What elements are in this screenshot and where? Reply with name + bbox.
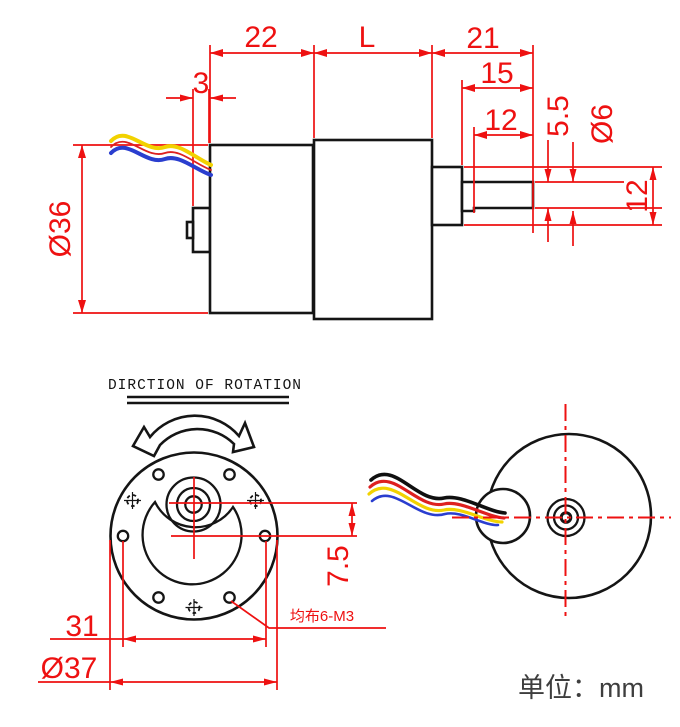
rotation-direction-label: DIRCTION OF ROTATION <box>108 378 302 394</box>
wire-black <box>369 472 507 515</box>
side-view: 22 L 21 15 12 3 Ø36 5.5 Ø6 12 <box>44 21 662 321</box>
dim-outer-diameter: Ø37 <box>41 652 98 685</box>
hole-position-targets <box>124 492 264 616</box>
wire-blue <box>109 145 213 177</box>
rotation-arrow-icon <box>131 414 256 458</box>
output-shaft-outline <box>460 180 535 213</box>
side-extension-lines <box>73 45 662 314</box>
dim-shaft-length: 15 <box>480 57 513 90</box>
wire-red <box>368 479 506 520</box>
rotation-label-underline <box>127 395 289 405</box>
dim-connector-width: 3 <box>193 67 210 100</box>
wire-yellow <box>109 133 213 167</box>
terminal-connector-outline <box>191 206 212 254</box>
wire-yellow <box>367 486 504 524</box>
mounting-holes-note: 均布6-M3 <box>290 608 354 625</box>
dim-shaft-diameter: Ø6 <box>586 104 619 144</box>
dim-gearbox-length: L <box>359 21 376 54</box>
wire-blue <box>370 494 500 527</box>
gearbox-outline <box>312 138 434 321</box>
rear-view <box>367 404 671 618</box>
front-dimension-lines <box>38 503 386 690</box>
side-dimension-arrows <box>78 49 657 313</box>
wire-red <box>110 140 212 171</box>
terminal-bump-outline <box>185 220 195 240</box>
dim-flat-height: 5.5 <box>542 95 575 137</box>
rear-centerlines <box>452 404 671 618</box>
front-dimension-arrows <box>110 503 356 686</box>
crescent-recess-outline <box>141 499 243 586</box>
dim-motor-diameter: Ø36 <box>44 201 77 258</box>
wire-exit-boss <box>474 487 532 545</box>
rear-lead-wires <box>367 472 507 527</box>
dim-shaft-total: 21 <box>466 22 499 55</box>
dim-boss-diameter: 12 <box>621 179 654 212</box>
dim-bolt-circle: 31 <box>65 610 98 643</box>
dim-shaft-offset: 7.5 <box>322 545 355 587</box>
dim-motor-length: 22 <box>244 21 277 54</box>
bearing-boss-outline <box>430 165 464 227</box>
motor-body-outline <box>208 143 315 315</box>
dim-flat-length: 12 <box>484 104 517 137</box>
side-lead-wires <box>109 133 213 177</box>
front-centerlines <box>169 477 357 559</box>
front-view: DIRCTION OF ROTATION <box>38 378 386 690</box>
unit-label: 单位：mm <box>518 673 644 703</box>
